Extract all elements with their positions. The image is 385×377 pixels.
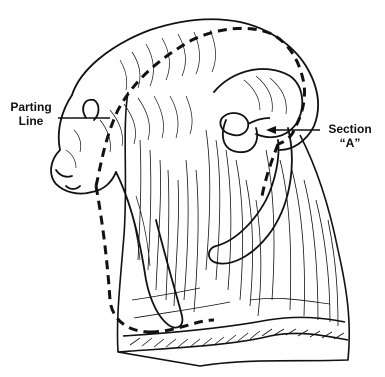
section-a-label-line1: Section	[322, 122, 378, 136]
section-a-label-line2: “A”	[322, 136, 378, 150]
parting-line-label: Parting Line	[6, 100, 56, 128]
parting-line-label-line1: Parting	[6, 100, 56, 114]
parting-line-label-line2: Line	[6, 114, 56, 128]
leader-lines	[58, 118, 320, 130]
section-a-label: Section “A”	[322, 122, 378, 150]
leader-arrowheads	[266, 126, 276, 134]
rock-base	[117, 92, 349, 366]
section-a-marker	[220, 113, 270, 135]
panther-body	[51, 19, 318, 327]
